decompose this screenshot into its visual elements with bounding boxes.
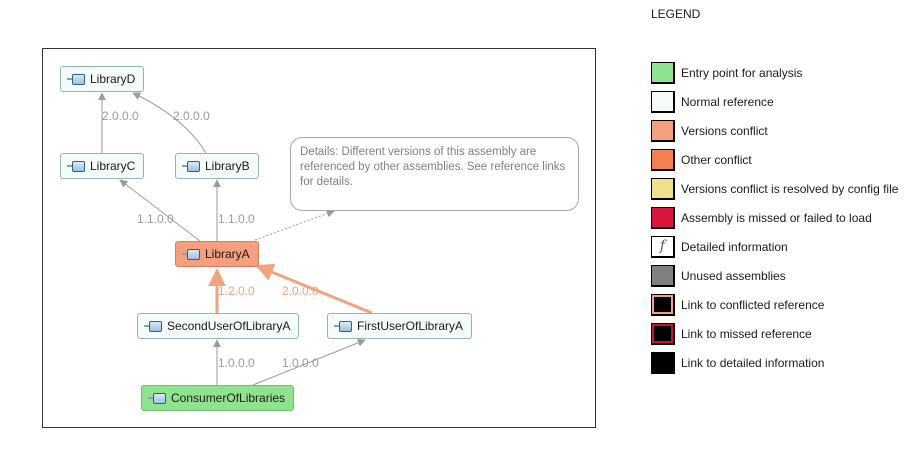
- legend-item-versions-conflict: Versions conflict: [651, 116, 898, 145]
- edge-label-a-to-c: 1.1.0.0: [137, 212, 174, 226]
- legend-item-link-conflicted: Link to conflicted reference: [651, 290, 898, 319]
- details-callout: Details: Different versions of this asse…: [290, 137, 579, 211]
- node-first-user-of-library-a[interactable]: FirstUserOfLibraryA: [327, 313, 473, 339]
- node-label: LibraryD: [90, 72, 136, 86]
- legend-item-missing: Assembly is missed or failed to load: [651, 203, 898, 232]
- edge-label-a-to-b: 1.1.0.0: [218, 212, 255, 226]
- legend-label: Detailed information: [681, 239, 788, 254]
- assembly-icon: [67, 73, 85, 85]
- node-label: SecondUserOfLibraryA: [167, 319, 291, 333]
- legend-title: LEGEND: [651, 7, 701, 21]
- edge-label-consumer-to-second: 1.0.0.0: [218, 356, 255, 370]
- node-label: LibraryB: [205, 159, 250, 173]
- legend-swatch-detailed: f: [651, 235, 675, 258]
- edge-label-b-to-d: 2.0.0.0: [173, 109, 210, 123]
- legend-label: Link to missed reference: [681, 326, 812, 341]
- legend-item-unused: Unused assemblies: [651, 261, 898, 290]
- legend-item-normal: Normal reference: [651, 87, 898, 116]
- assembly-icon: [182, 248, 200, 260]
- node-label: LibraryA: [205, 247, 250, 261]
- node-label: ConsumerOfLibraries: [171, 391, 286, 405]
- legend-item-resolved-by-config: Versions conflict is resolved by config …: [651, 174, 898, 203]
- edge-label-second-to-a: 1.2.0.0: [218, 284, 255, 298]
- legend-item-entry: Entry point for analysis: [651, 58, 898, 87]
- legend-label: Assembly is missed or failed to load: [681, 210, 872, 225]
- assembly-icon: [334, 320, 352, 332]
- legend-swatch-missing: [651, 206, 675, 229]
- legend-label: Versions conflict is resolved by config …: [681, 181, 899, 196]
- assembly-icon: [144, 320, 162, 332]
- legend-label: Link to detailed information: [681, 355, 825, 370]
- edge-label-first-to-a: 2.0.0.0: [282, 284, 319, 298]
- legend-swatch-normal: [651, 90, 675, 113]
- dependency-graph-canvas[interactable]: [42, 48, 596, 428]
- legend-item-link-detailed: Link to detailed information: [651, 348, 898, 377]
- edge-label-c-to-d: 2.0.0.0: [102, 109, 139, 123]
- legend-swatch-entry: [651, 61, 675, 84]
- assembly-icon: [182, 160, 200, 172]
- assembly-icon: [67, 160, 85, 172]
- legend-label: Other conflict: [681, 152, 752, 167]
- legend-label: Normal reference: [681, 94, 774, 109]
- legend-item-link-missed: Link to missed reference: [651, 319, 898, 348]
- node-consumer-of-libraries[interactable]: ConsumerOfLibraries: [141, 385, 295, 411]
- legend-swatch-link-conflicted: [651, 293, 675, 316]
- legend-swatch-resolved-by-config: [651, 177, 675, 200]
- node-label: FirstUserOfLibraryA: [357, 319, 464, 333]
- legend-swatch-unused: [651, 264, 675, 287]
- node-label: LibraryC: [90, 159, 136, 173]
- legend-swatch-versions-conflict: [651, 119, 675, 142]
- legend-label: Entry point for analysis: [681, 65, 803, 80]
- legend-item-detailed: f Detailed information: [651, 232, 898, 261]
- assembly-icon: [148, 392, 166, 404]
- node-second-user-of-library-a[interactable]: SecondUserOfLibraryA: [137, 313, 300, 339]
- legend-label: Link to conflicted reference: [681, 297, 825, 312]
- legend-label: Unused assemblies: [681, 268, 786, 283]
- edge-label-consumer-to-first: 1.0.0.0: [282, 356, 319, 370]
- legend-swatch-link-missed: [651, 322, 675, 345]
- legend-item-other-conflict: Other conflict: [651, 145, 898, 174]
- legend-label: Versions conflict: [681, 123, 768, 138]
- node-library-d[interactable]: LibraryD: [60, 66, 145, 92]
- node-library-c[interactable]: LibraryC: [60, 153, 145, 179]
- node-library-b[interactable]: LibraryB: [175, 153, 259, 179]
- node-library-a[interactable]: LibraryA: [175, 241, 259, 267]
- detail-f-icon: f: [659, 238, 666, 254]
- legend-swatch-other-conflict: [651, 148, 675, 171]
- legend-swatch-link-detailed: [651, 351, 675, 374]
